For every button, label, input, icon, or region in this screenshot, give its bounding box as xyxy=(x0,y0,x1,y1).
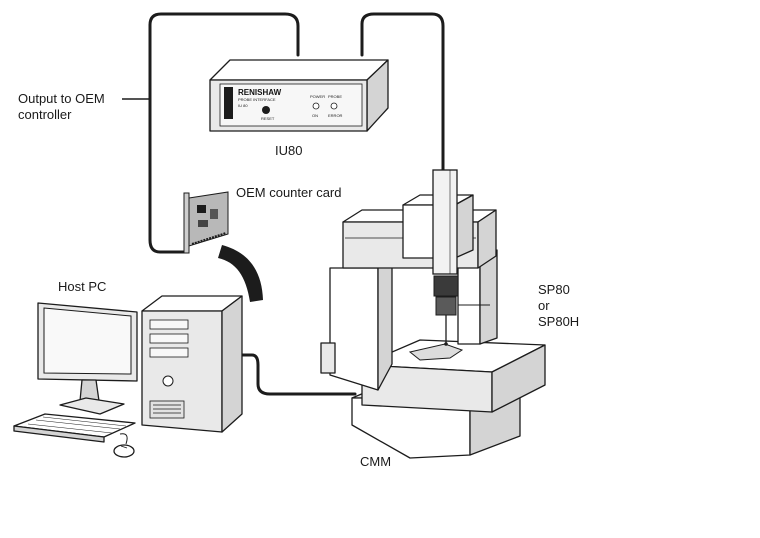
iu80-label-block xyxy=(224,87,233,119)
iu80-error-label: ERROR xyxy=(328,113,343,118)
iu80-front-panel xyxy=(219,83,363,127)
cmm-carriage-side xyxy=(454,194,474,259)
cmm-left-leg-front xyxy=(329,267,379,391)
sp80-probe-module xyxy=(435,296,457,316)
host-pc-monitor xyxy=(37,302,138,415)
pc-drive-bay-2 xyxy=(149,333,189,344)
label-iu80: IU80 xyxy=(275,143,303,158)
iu80-power-label: POWER xyxy=(310,94,325,99)
keyboard-front xyxy=(13,425,105,443)
monitor-neck xyxy=(79,379,100,402)
cmm-table-side xyxy=(491,344,546,413)
iu80-subtitle: PROBE INTERFACE xyxy=(238,97,276,102)
iu80-on-label: ON xyxy=(312,113,318,118)
mouse-button-split xyxy=(120,445,128,449)
pc-tower-side xyxy=(221,295,243,433)
monitor-screen xyxy=(43,307,132,375)
label-sp80: SP80 or SP80H xyxy=(538,282,580,329)
sp80-stylus-tip xyxy=(444,342,448,346)
ribbon-cable xyxy=(218,245,263,302)
host-pc-tower xyxy=(141,295,243,433)
mouse-cable xyxy=(119,433,128,445)
oem-counter-card xyxy=(183,191,229,254)
cable-iu80-to-cmm xyxy=(360,12,445,172)
reset-button-icon xyxy=(262,106,270,114)
workpiece xyxy=(408,343,464,361)
keyboard-and-mouse xyxy=(13,413,136,458)
card-board xyxy=(188,191,229,247)
iu80-probe-label: PROBE xyxy=(328,94,342,99)
label-host-pc: Host PC xyxy=(58,279,107,294)
label-oem-counter-card: OEM counter card xyxy=(236,185,342,200)
cable-card-to-iu80 xyxy=(148,12,300,254)
card-bracket xyxy=(183,192,190,254)
pc-drive-bay-1 xyxy=(149,319,189,330)
cmm-bridge-side xyxy=(477,209,497,269)
probe-led-icon xyxy=(330,102,338,110)
pc-vent-grille xyxy=(149,400,185,419)
power-led-icon xyxy=(312,102,320,110)
iu80-reset-label: RESET xyxy=(261,116,275,121)
cmm-left-foot xyxy=(320,342,336,374)
cmm-machine xyxy=(320,169,546,459)
cmm-right-leg-front xyxy=(457,259,481,345)
iu80-model: IU 80 xyxy=(238,103,248,108)
sp80-probe-body xyxy=(433,275,459,297)
mouse-icon xyxy=(113,444,135,458)
card-chip-2 xyxy=(210,209,218,219)
iu80-unit: RENISHAW PROBE INTERFACE IU 80 RESET POW… xyxy=(209,59,389,132)
iu80-top xyxy=(209,59,389,81)
iu80-brand: RENISHAW xyxy=(238,88,282,97)
card-chip-1 xyxy=(197,205,206,213)
pc-power-button-icon xyxy=(162,375,174,387)
pc-drive-bay-3 xyxy=(149,347,189,358)
cable-network xyxy=(122,12,445,396)
monitor-stand xyxy=(59,397,125,415)
card-chip-3 xyxy=(198,220,208,227)
keyboard-keys xyxy=(27,416,127,434)
cable-pc-to-cmm xyxy=(236,353,357,396)
label-cmm: CMM xyxy=(360,454,392,469)
label-output: Output to OEM controller xyxy=(18,91,105,122)
cmm-z-column xyxy=(432,169,458,275)
